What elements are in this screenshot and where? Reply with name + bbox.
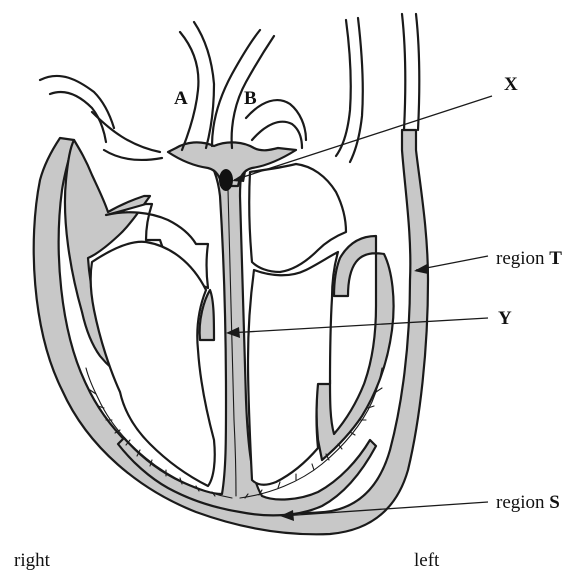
label-y: Y <box>498 308 512 329</box>
label-region-t: region T <box>496 248 562 269</box>
label-region-s-letter: S <box>549 492 560 513</box>
label-x: X <box>504 74 518 95</box>
vessel-a-right-edge <box>194 22 214 148</box>
vessel-left-arch-outer <box>92 112 160 152</box>
label-region-t-prefix: region <box>496 248 549 269</box>
label-region-s-prefix: region <box>496 492 549 513</box>
label-right-side: right <box>14 550 51 571</box>
av-node <box>219 169 233 191</box>
vessel-right-tall-outer <box>336 20 351 156</box>
vessel-b-branch-lower <box>252 122 302 148</box>
label-region-s: region S <box>496 492 560 513</box>
label-a: A <box>174 88 188 109</box>
label-b: B <box>244 88 257 109</box>
vessel-far-left-outer <box>40 76 114 128</box>
label-left-side: left <box>414 550 440 571</box>
vessel-far-right-inner <box>416 14 419 130</box>
vessel-far-right-outer <box>402 14 405 130</box>
label-region-t-letter: T <box>549 248 562 269</box>
